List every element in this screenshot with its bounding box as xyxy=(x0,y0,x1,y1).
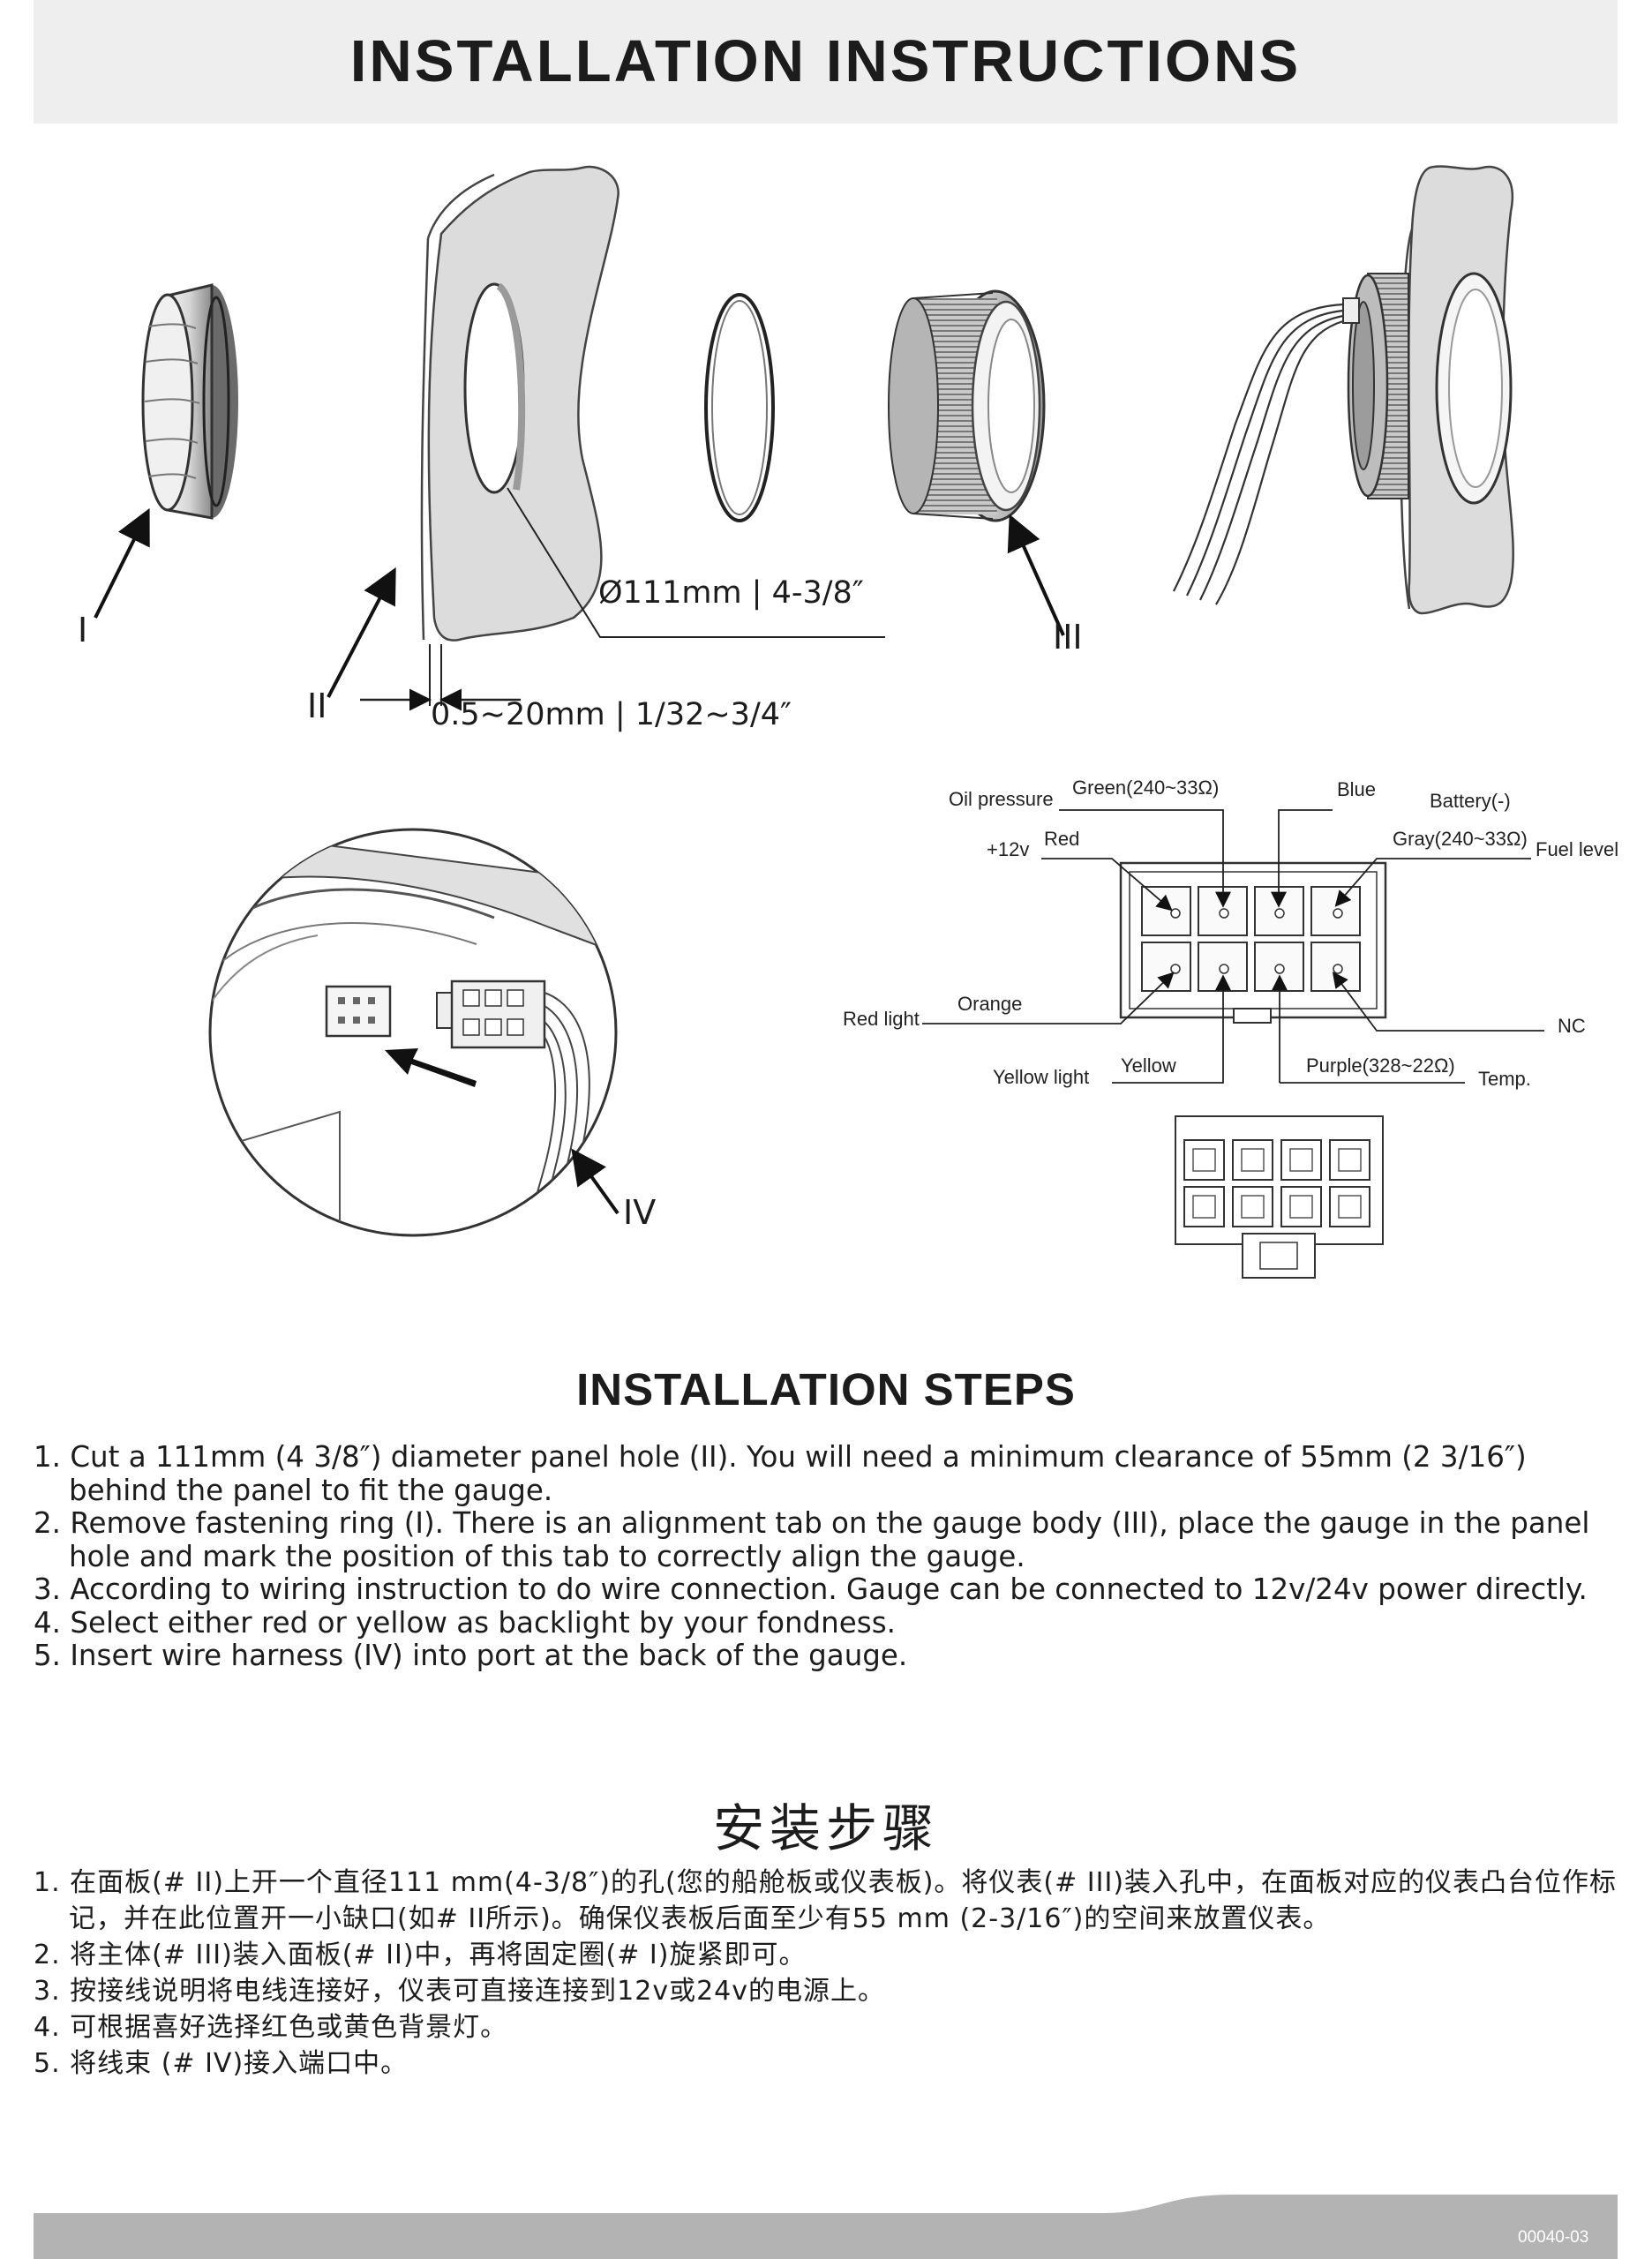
step-item-cn: 2. 将主体(# III)装入面板(# II)中，再将固定圈(# I)旋紧即可。 xyxy=(34,1940,807,1970)
wire-label-battery: Battery(-) xyxy=(1430,790,1511,812)
wire-label-yellow: Yellow xyxy=(1121,1054,1176,1077)
step-item-cn: 5. 将线束 (# IV)接入端口中。 xyxy=(34,2048,409,2079)
arrow-ring xyxy=(94,507,150,619)
wire-label-purple: Purple(328~22Ω) xyxy=(1306,1054,1455,1077)
steps-title-cn: 安装步骤 xyxy=(712,1798,939,1858)
panel-thickness-label: 0.5∼20mm | 1/32∼3/4″ xyxy=(431,697,792,732)
page-title: INSTALLATION INSTRUCTIONS xyxy=(349,28,1302,94)
wire-label-orange: Orange xyxy=(957,993,1023,1015)
part-label-panel: II xyxy=(307,687,327,725)
step-item-cn: 4. 可根据喜好选择红色或黄色背景灯。 xyxy=(34,2012,508,2043)
part-label-gauge: III xyxy=(1053,618,1083,657)
wire-label-plus12v: +12v xyxy=(987,838,1030,860)
steps-list: 1. Cut a 111mm (4 3/8″) diameter panel h… xyxy=(34,1440,1622,1673)
hole-dimension-leader xyxy=(507,487,885,638)
step-item: 3. According to wiring instruction to do… xyxy=(34,1572,1588,1606)
wire-label-nc: NC xyxy=(1558,1015,1586,1037)
step-item-cn: 1. 在面板(# II)上开一个直径111 mm(4-3/8″)的孔(您的船舱板… xyxy=(34,1867,1618,1934)
mating-plug-diagram xyxy=(1175,1115,1384,1279)
wire-label-oil-pressure: Oil pressure xyxy=(949,788,1054,810)
fastening-ring-illustration xyxy=(141,283,238,520)
step-item-cn: 3. 按接线说明将电线连接好，仪表可直接连接到12v或24v的电源上。 xyxy=(34,1976,886,2007)
part-label-harness: IV xyxy=(623,1193,657,1232)
o-ring-illustration xyxy=(704,293,775,522)
steps-title: INSTALLATION STEPS xyxy=(576,1364,1076,1415)
hole-diameter-label: Ø111mm | 4-3/8″ xyxy=(598,575,864,611)
header-bar: INSTALLATION INSTRUCTIONS xyxy=(34,0,1618,124)
step-item: 2. Remove fastening ring (I). There is a… xyxy=(34,1506,1590,1573)
wire-label-yellow-light: Yellow light xyxy=(993,1066,1090,1088)
wire-label-red: Red xyxy=(1044,828,1080,850)
arrow-gauge xyxy=(1007,514,1065,636)
wire-label-green: Green(240~33Ω) xyxy=(1072,777,1220,799)
step-item: 5. Insert wire harness (IV) into port at… xyxy=(34,1639,908,1672)
wire-label-gray: Gray(240~33Ω) xyxy=(1393,828,1528,850)
wire-label-blue: Blue xyxy=(1337,778,1377,800)
part-label-ring: I xyxy=(78,611,88,649)
step-item: 1. Cut a 111mm (4 3/8″) diameter panel h… xyxy=(34,1440,1527,1507)
wire-label-red-light: Red light xyxy=(843,1008,920,1030)
document-code: 00040-03 xyxy=(1518,2228,1589,2247)
panel-illustration xyxy=(420,165,620,642)
steps-list-cn: 1. 在面板(# II)上开一个直径111 mm(4-3/8″)的孔(您的船舱板… xyxy=(34,1865,1622,2082)
step-item: 4. Select either red or yellow as backli… xyxy=(34,1605,896,1640)
installation-diagram xyxy=(94,165,1544,1279)
harness-connector-closeup xyxy=(208,828,618,1237)
arrow-harness xyxy=(571,1148,620,1215)
wiring-connector-diagram xyxy=(922,809,1544,1084)
wire-label-fuel-level: Fuel level xyxy=(1536,838,1619,860)
wire-label-temp: Temp. xyxy=(1478,1068,1531,1090)
installed-gauge-illustration xyxy=(1173,165,1514,615)
gauge-body-illustration xyxy=(888,289,1046,522)
arrow-panel xyxy=(327,567,396,698)
